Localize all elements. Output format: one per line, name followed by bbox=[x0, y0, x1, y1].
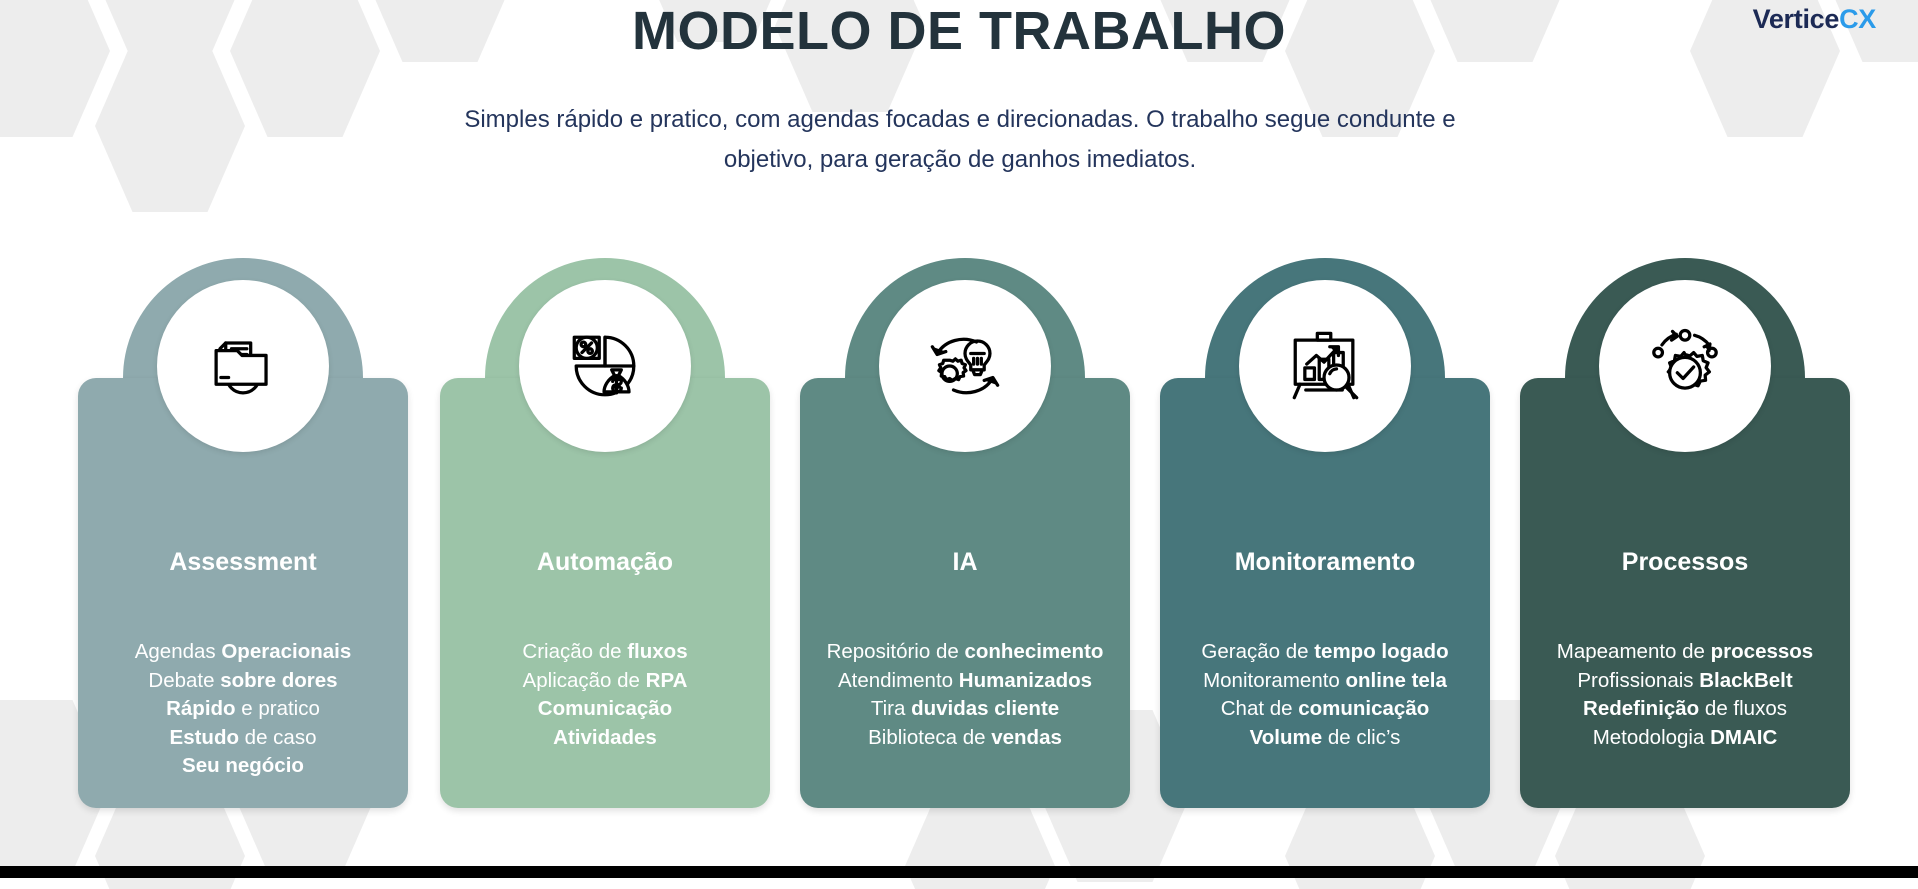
card-feature-line: Atividades bbox=[553, 725, 657, 749]
brand-logo: VerticeCX bbox=[1752, 4, 1877, 35]
card-title: IA bbox=[952, 548, 978, 576]
icon-bubble bbox=[1599, 280, 1771, 452]
logo-accent-text: CX bbox=[1839, 4, 1876, 34]
folder-document-gear-icon bbox=[195, 318, 291, 414]
card-feature-line: Monitoramento online tela bbox=[1203, 668, 1447, 692]
card-feature-line: Repositório de conhecimento bbox=[826, 640, 1104, 663]
icon-bubble bbox=[1239, 280, 1411, 452]
gear-lightbulb-cycle-icon bbox=[917, 318, 1013, 414]
card-title: Monitoramento bbox=[1234, 548, 1416, 576]
card-feature-line: Comunicação bbox=[537, 697, 673, 720]
card-title: Assessment bbox=[169, 548, 317, 576]
card-feature-line: Biblioteca de vendas bbox=[868, 725, 1062, 749]
bottom-accent-bar bbox=[0, 866, 1918, 878]
gear-checkmark-orbit-icon bbox=[1637, 318, 1733, 414]
chart-board-magnifier-icon bbox=[1277, 318, 1373, 414]
icon-bubble bbox=[157, 280, 329, 452]
hexagon-shape bbox=[95, 40, 245, 212]
card-feature-line: Criação de fluxos bbox=[522, 640, 688, 663]
card-feature-line: Debate sobre dores bbox=[148, 668, 338, 692]
page-title: MODELO DE TRABALHO bbox=[632, 1, 1286, 61]
card-feature-line: Volume de clic’s bbox=[1249, 725, 1401, 749]
icon-bubble bbox=[519, 280, 691, 452]
card-feature-line: Agendas Operacionais bbox=[134, 640, 352, 663]
card-feature-line: Redefinição de fluxos bbox=[1583, 697, 1787, 720]
pie-chart-money-bag-icon bbox=[557, 318, 653, 414]
card-feature-line: Geração de tempo logado bbox=[1201, 640, 1449, 663]
card-feature-line: Aplicação de RPA bbox=[522, 668, 688, 692]
card-feature-line: Mapeamento de processos bbox=[1556, 640, 1814, 663]
page-subtitle: Simples rápido e pratico, com agendas fo… bbox=[464, 106, 1456, 173]
logo-primary-text: Vertice bbox=[1752, 4, 1840, 34]
card-feature-line: Seu negócio bbox=[182, 754, 304, 777]
card-feature-line: Estudo de caso bbox=[169, 725, 317, 749]
card-feature-line: Chat de comunicação bbox=[1220, 697, 1430, 720]
card-feature-line: Profissionais BlackBelt bbox=[1577, 668, 1793, 692]
card-feature-line: Rápido e pratico bbox=[166, 697, 320, 720]
card-title: Automação bbox=[536, 548, 674, 576]
card-title: Processos bbox=[1621, 548, 1749, 576]
card-feature-line: Atendimento Humanizados bbox=[837, 668, 1093, 692]
card-feature-line: Metodologia DMAIC bbox=[1592, 725, 1778, 749]
card-feature-line: Tira duvidas cliente bbox=[870, 697, 1060, 720]
icon-bubble bbox=[879, 280, 1051, 452]
